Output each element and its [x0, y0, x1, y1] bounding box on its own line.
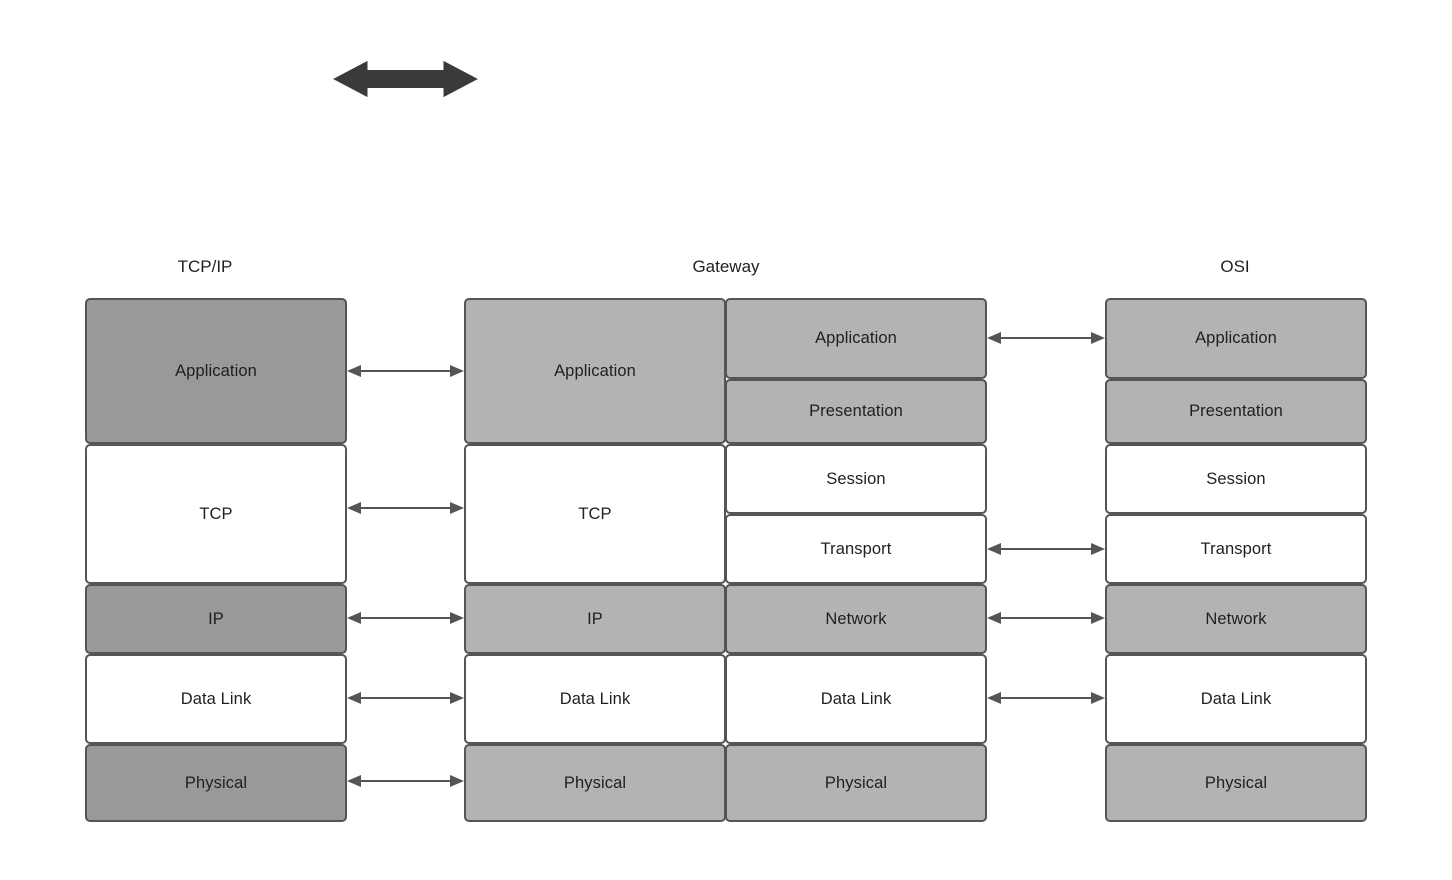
connector-arrow-gw-osi-transport — [987, 543, 1105, 555]
layer-box-gateway-left-data-link[interactable]: Data Link — [464, 654, 726, 744]
layer-label: Application — [1195, 329, 1277, 347]
layer-box-tcpip-main-ip[interactable]: IP — [85, 584, 347, 654]
connector-arrow-tcpip-gw-application — [347, 365, 464, 377]
connector-arrow-tcpip-gw-tcp — [347, 502, 464, 514]
layer-label: Physical — [824, 773, 888, 792]
layer-box-gateway-right-session[interactable]: Session — [725, 444, 987, 514]
layer-label: Network — [825, 609, 887, 628]
double-headed-arrow-icon — [333, 60, 478, 98]
layer-label: Transport — [820, 539, 892, 558]
layer-box-osi-main-data-link[interactable]: Data Link — [1105, 654, 1367, 744]
layer-label: Data Link — [559, 689, 631, 708]
layer-label: IP — [587, 609, 603, 628]
connector-arrow-tcpip-gw-ip — [347, 612, 464, 624]
layer-box-gateway-right-data-link[interactable]: Data Link — [725, 654, 987, 744]
connector-arrow-gw-osi-application — [987, 332, 1105, 344]
layer-label: TCP — [578, 504, 612, 523]
layer-label: Presentation — [1189, 402, 1283, 420]
layer-label: IP — [208, 609, 224, 628]
layer-label: Physical — [563, 773, 627, 792]
layer-box-gateway-left-application[interactable]: Application — [464, 298, 726, 444]
layer-label: Transport — [1200, 539, 1272, 558]
column-title-gateway: Gateway — [692, 257, 760, 276]
layer-box-tcpip-main-data-link[interactable]: Data Link — [85, 654, 347, 744]
layer-box-gateway-right-application[interactable]: Application — [725, 298, 987, 379]
layer-box-osi-main-transport[interactable]: Transport — [1105, 514, 1367, 584]
layer-label: Data Link — [1200, 689, 1272, 708]
layer-box-osi-main-presentation[interactable]: Presentation — [1105, 379, 1367, 444]
connector-arrow-gw-osi-network — [987, 612, 1105, 624]
layer-box-gateway-left-tcp[interactable]: TCP — [464, 444, 726, 584]
column-title-tcpip: TCP/IP — [177, 257, 233, 276]
layer-label: TCP — [199, 504, 233, 523]
layer-label: Session — [826, 469, 886, 488]
layer-box-gateway-right-network[interactable]: Network — [725, 584, 987, 654]
layer-box-gateway-right-physical[interactable]: Physical — [725, 744, 987, 822]
layer-label: Session — [1206, 469, 1266, 488]
layer-box-gateway-left-physical[interactable]: Physical — [464, 744, 726, 822]
layer-box-gateway-left-ip[interactable]: IP — [464, 584, 726, 654]
layer-label: Physical — [184, 773, 248, 792]
layer-label: Data Link — [820, 689, 892, 708]
layer-label: Application — [554, 361, 636, 380]
layer-label: Presentation — [809, 402, 903, 420]
layer-box-gateway-right-transport[interactable]: Transport — [725, 514, 987, 584]
layer-label: Network — [1205, 609, 1267, 628]
connector-arrow-tcpip-gw-physical — [347, 775, 464, 787]
layer-label: Physical — [1204, 773, 1268, 792]
connector-arrow-gw-osi-datalink — [987, 692, 1105, 704]
layer-box-osi-main-application[interactable]: Application — [1105, 298, 1367, 379]
layer-box-tcpip-main-physical[interactable]: Physical — [85, 744, 347, 822]
layer-label: Application — [175, 361, 257, 380]
layer-box-tcpip-main-tcp[interactable]: TCP — [85, 444, 347, 584]
layer-box-osi-main-session[interactable]: Session — [1105, 444, 1367, 514]
layer-box-gateway-right-presentation[interactable]: Presentation — [725, 379, 987, 444]
layer-label: Application — [815, 329, 897, 347]
layer-box-tcpip-main-application[interactable]: Application — [85, 298, 347, 444]
layer-box-osi-main-network[interactable]: Network — [1105, 584, 1367, 654]
layer-box-osi-main-physical[interactable]: Physical — [1105, 744, 1367, 822]
layer-label: Data Link — [180, 689, 252, 708]
connector-arrow-tcpip-gw-datalink — [347, 692, 464, 704]
column-title-osi: OSI — [1220, 257, 1250, 276]
